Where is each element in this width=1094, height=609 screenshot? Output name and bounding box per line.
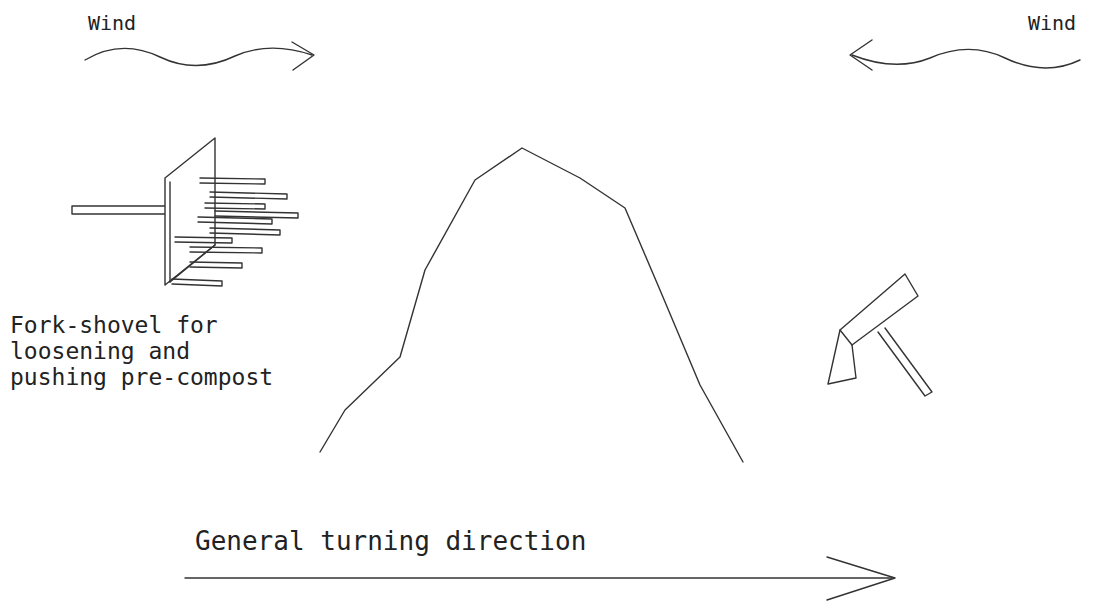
turning-arrowhead xyxy=(827,557,895,600)
wind-label: Wind xyxy=(88,12,168,35)
turning-arrow xyxy=(185,577,893,578)
tool-caption: Fork-shovel for loosening and pushing pr… xyxy=(10,312,300,390)
wind-arrowhead xyxy=(850,40,872,70)
wind-arrow xyxy=(852,49,1080,68)
wind-label: Wind xyxy=(1028,12,1090,35)
fork-shovel xyxy=(72,138,298,286)
direction-label: General turning direction xyxy=(195,526,655,556)
wind-arrowhead xyxy=(292,42,314,70)
compost-pile xyxy=(320,148,743,462)
hoe xyxy=(828,274,932,396)
wind-arrow xyxy=(85,48,312,66)
